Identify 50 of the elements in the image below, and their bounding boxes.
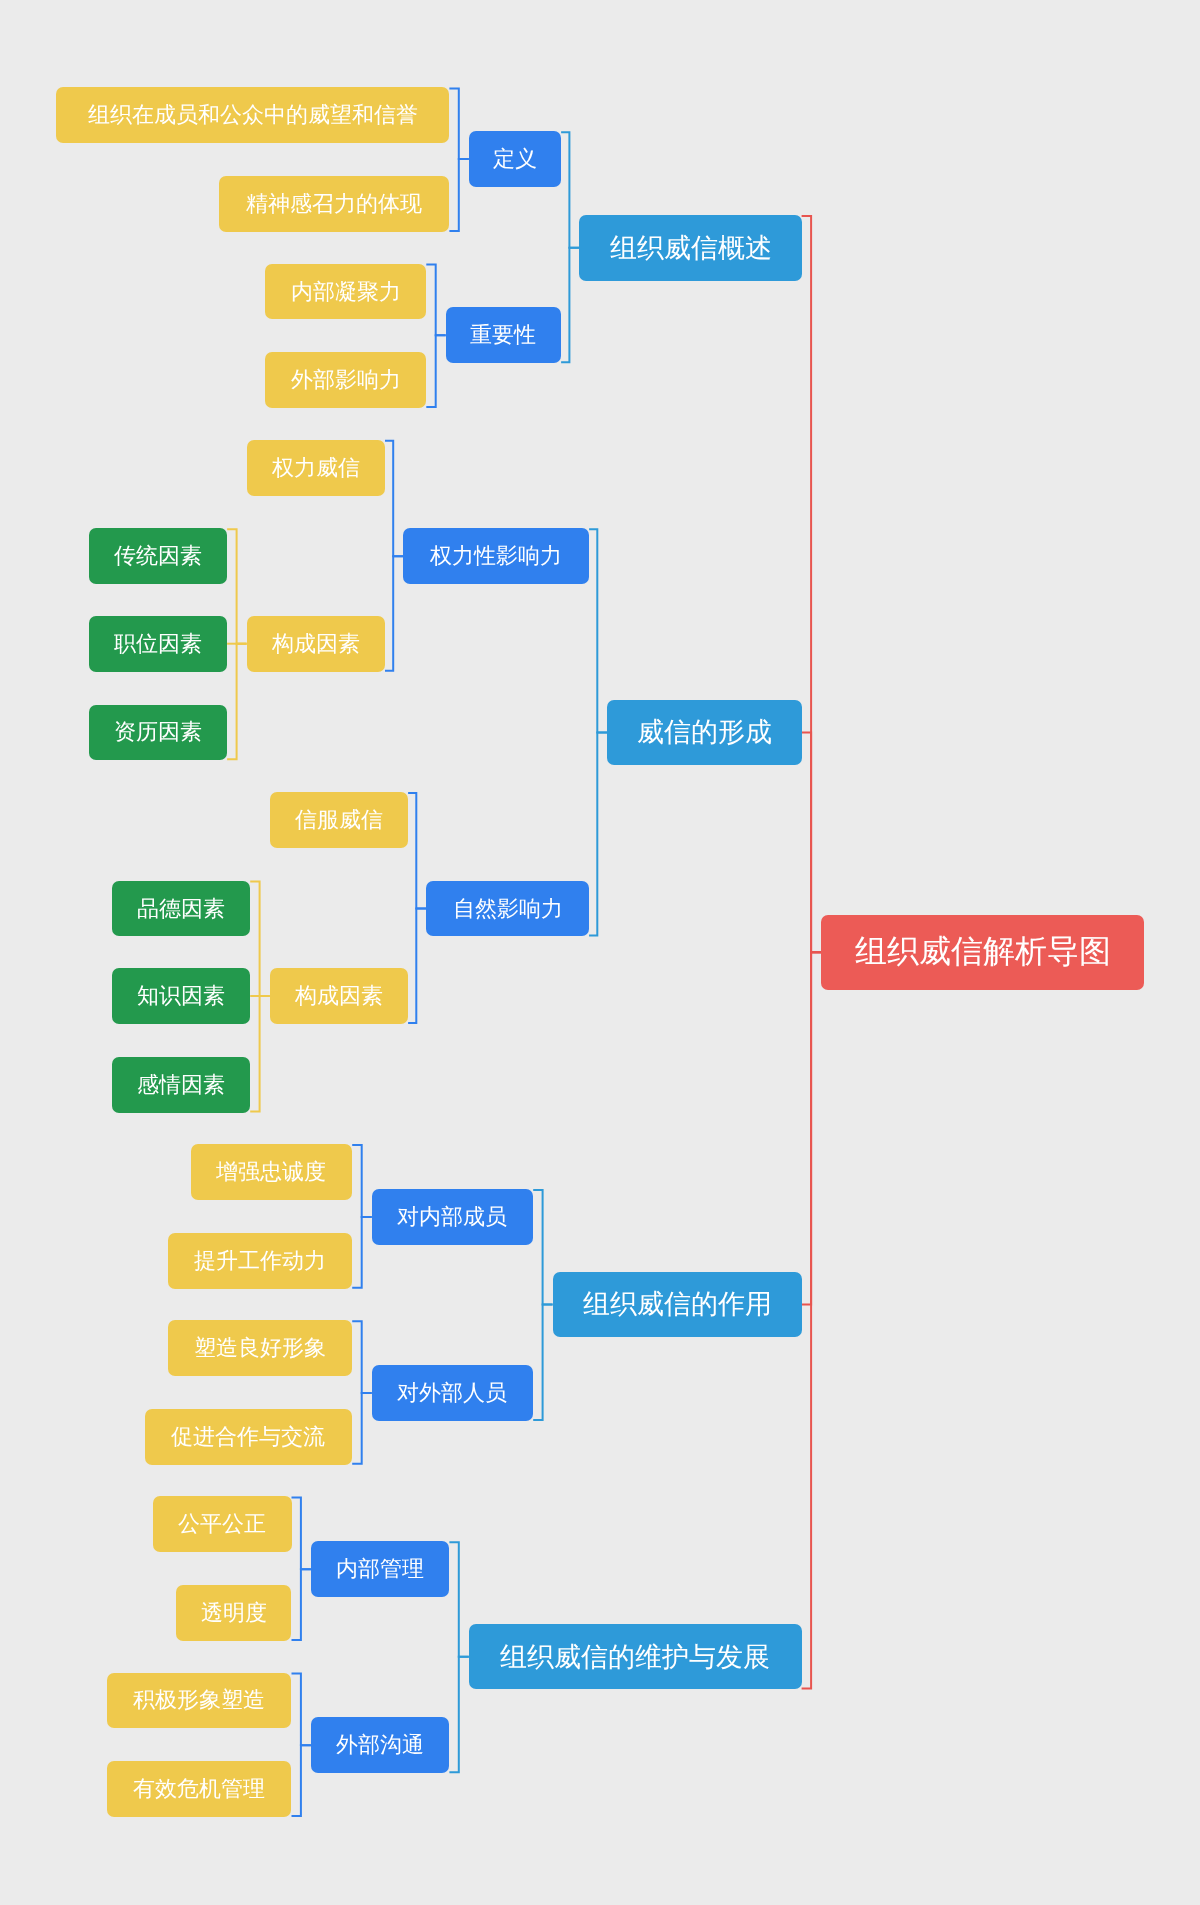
subtopic-box: 品德因素 (111, 880, 251, 937)
subtopic-box: 定义 (468, 131, 562, 188)
subtopic-box: 增强忠诚度 (190, 1144, 353, 1200)
subtopic-box: 信服威信 (269, 791, 409, 848)
subtopic-box: 知识因素 (111, 968, 251, 1024)
subtopic-box: 公平公正 (153, 1496, 292, 1553)
connector-line (448, 1655, 470, 1774)
connector-line (249, 995, 271, 1113)
main-topic-box: 威信的形成 (607, 699, 802, 766)
subtopic-box: 资历因素 (88, 704, 228, 761)
subtopic-box: 重要性 (445, 307, 562, 364)
subtopic-box: 构成因素 (246, 615, 386, 672)
subtopic-box: 职位因素 (88, 615, 228, 672)
connector-line (407, 907, 428, 1024)
connector-line (800, 951, 823, 1690)
central-topic-box: 组织威信解析导图 (821, 914, 1145, 990)
subtopic-box: 提升工作动力 (167, 1232, 353, 1289)
subtopic-box: 对内部成员 (371, 1189, 534, 1245)
subtopic-box: 外部沟通 (310, 1717, 450, 1774)
connector-line (290, 1568, 312, 1641)
subtopic-box: 构成因素 (269, 968, 409, 1024)
connector-line (560, 246, 581, 364)
subtopic-box: 内部凝聚力 (264, 263, 427, 320)
subtopic-box: 自然影响力 (426, 880, 590, 937)
subtopic-box: 有效危机管理 (106, 1761, 292, 1817)
subtopic-box: 传统因素 (88, 528, 228, 585)
connector-line (425, 334, 447, 409)
connector-line (588, 731, 609, 937)
subtopic-box: 塑造良好形象 (167, 1320, 353, 1377)
connector-line (290, 1744, 312, 1817)
subtopic-box: 权力威信 (246, 439, 386, 496)
subtopic-box: 精神感召力的体现 (218, 176, 450, 232)
connector-line (448, 158, 470, 232)
connector-line (226, 642, 248, 761)
subtopic-box: 外部影响力 (264, 352, 427, 409)
subtopic-box: 权力性影响力 (403, 528, 589, 585)
subtopic-box: 内部管理 (310, 1541, 450, 1598)
subtopic-box: 促进合作与交流 (144, 1408, 353, 1465)
connector-line (351, 1216, 373, 1289)
subtopic-box: 积极形象塑造 (106, 1672, 292, 1729)
subtopic-box: 对外部人员 (371, 1365, 534, 1422)
subtopic-box: 感情因素 (111, 1056, 251, 1113)
main-topic-box: 组织威信的维护与发展 (468, 1623, 802, 1690)
connector-line (351, 1392, 373, 1465)
connector-line (532, 1303, 554, 1422)
main-topic-box: 组织威信概述 (579, 215, 802, 281)
subtopic-box: 透明度 (176, 1585, 292, 1641)
connector-line (384, 555, 405, 672)
main-topic-box: 组织威信的作用 (552, 1271, 802, 1338)
subtopic-box: 组织在成员和公众中的威望和信誉 (55, 87, 450, 144)
